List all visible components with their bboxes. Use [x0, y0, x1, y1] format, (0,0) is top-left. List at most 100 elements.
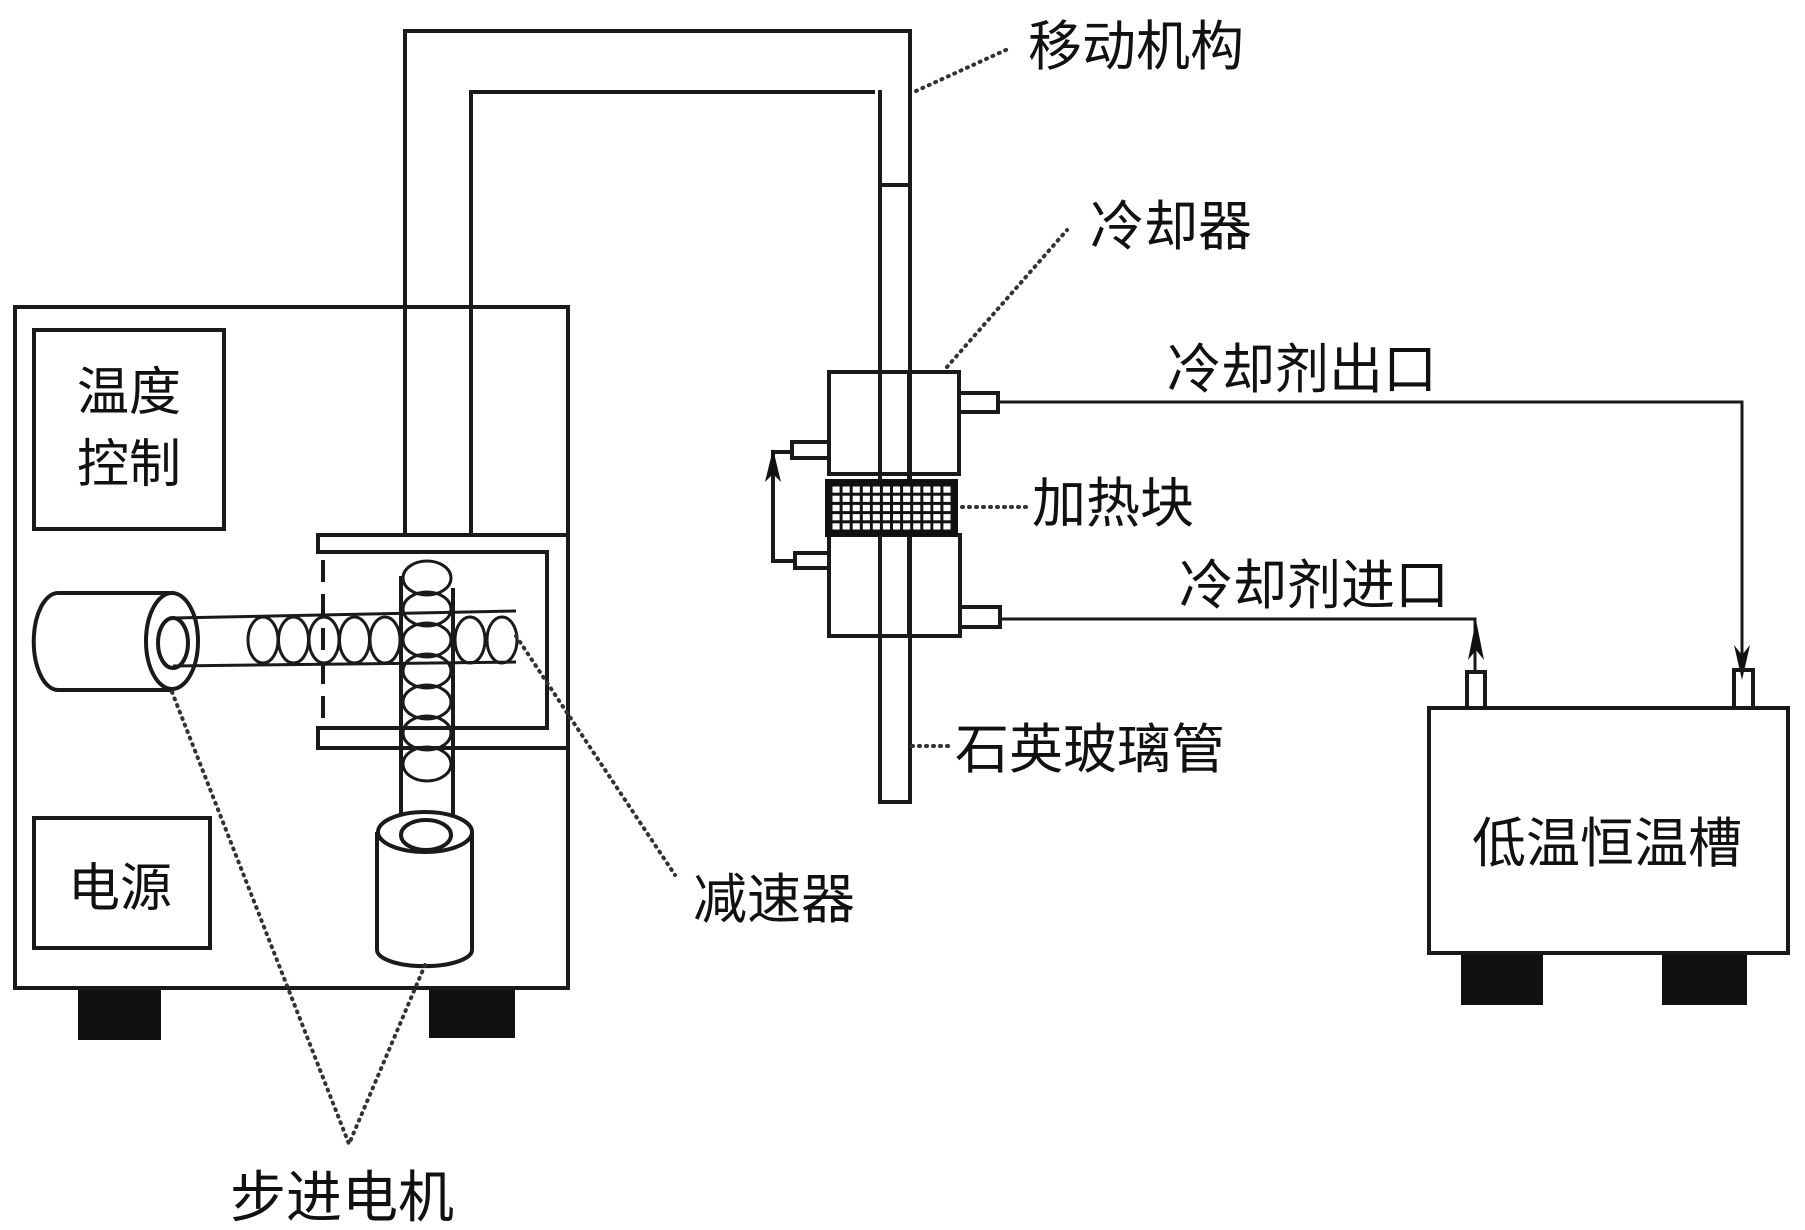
coolant-inlet-label: 冷却剂进口 — [1179, 554, 1449, 617]
housing-top-plate-outer — [316, 533, 570, 554]
worm-thread — [485, 615, 519, 665]
bath-body — [1427, 706, 1790, 955]
heating-block-cell — [872, 514, 880, 521]
cooler-heater-stack — [765, 370, 1002, 638]
heating-block-cell — [893, 486, 901, 493]
heating-block-cell — [862, 523, 870, 530]
link-arrow-up-icon — [765, 449, 781, 482]
heating-block-cell — [882, 514, 890, 521]
leader-stepper-motor-1 — [170, 690, 351, 1146]
worm-shaft-bottom-edge — [172, 660, 517, 668]
cabinet-body — [13, 305, 570, 990]
vertical-motor-top — [376, 810, 474, 854]
heating-block-cell — [842, 514, 850, 521]
inlet-arrow-up-icon — [1468, 620, 1484, 660]
stepper-motor-vertical — [375, 810, 474, 969]
heating-block-cell — [852, 486, 860, 493]
cabinet-foot-left — [78, 990, 161, 1040]
cooler-link-pipe-top — [771, 450, 794, 464]
heating-block-cell — [933, 486, 941, 493]
gear-tooth — [401, 652, 453, 690]
upper-cooler — [827, 370, 961, 476]
heating-block-cell — [943, 504, 951, 512]
heating-block-cell — [903, 495, 911, 502]
worm-thread — [338, 615, 371, 665]
reducer-housing — [316, 533, 570, 750]
bath-foot-right — [1662, 955, 1747, 1005]
coolant-piping — [998, 400, 1750, 680]
heating-block-cell — [882, 495, 890, 502]
heating-block-cell — [923, 495, 931, 502]
heating-block-cell — [852, 495, 860, 502]
heating-block-cell — [842, 523, 850, 530]
heating-block-cell — [903, 504, 911, 512]
heating-block-cell — [943, 514, 951, 521]
labels: 移动机构 冷却器 冷却剂出口 加热块 冷却剂进口 石英玻璃管 减速器 步进电机 — [230, 15, 1449, 1230]
bath-foot-left — [1461, 955, 1543, 1005]
worm-thread — [453, 615, 487, 665]
stepper-motor-label: 步进电机 — [230, 1166, 454, 1230]
outlet-arrow-down-icon — [1734, 645, 1750, 680]
heating-block-label: 加热块 — [1032, 472, 1194, 535]
moving-mechanism-outer-arm — [403, 29, 912, 374]
heating-block-cell — [882, 486, 890, 493]
temperature-control-label-1: 温度 — [77, 363, 181, 423]
heating-block-cell — [893, 514, 901, 521]
lower-cooler — [827, 533, 962, 638]
vertical-motor-shaft-hole — [399, 818, 453, 852]
motor-face — [144, 591, 200, 691]
heating-block-cell — [923, 504, 931, 512]
heating-block-cell — [933, 514, 941, 521]
worm-shaft — [172, 609, 519, 668]
worm-thread — [368, 615, 402, 665]
gear-tooth — [401, 714, 453, 752]
heating-block-cell — [903, 523, 911, 530]
lower-cooler-inlet-nozzle — [958, 605, 1002, 629]
heating-block-cell — [893, 504, 901, 512]
quartz-tube-label: 石英玻璃管 — [955, 718, 1225, 781]
gear-column — [399, 559, 455, 842]
heating-block-cell — [943, 486, 951, 493]
leader-lines — [170, 47, 1069, 1146]
gear-tooth — [401, 559, 453, 597]
heating-block-cell — [862, 514, 870, 521]
worm-thread — [246, 615, 280, 665]
heating-block-cell — [832, 523, 840, 530]
cabinet-foot-right — [429, 990, 515, 1038]
heating-block-cell — [893, 523, 901, 530]
bath-outlet-nozzle — [1465, 670, 1487, 710]
heating-block-cell — [852, 514, 860, 521]
gear-tooth — [401, 590, 453, 628]
cooler-link-pipe — [771, 460, 797, 563]
heating-block-cell — [933, 504, 941, 512]
heating-block-cell — [872, 504, 880, 512]
leader-cooler — [945, 228, 1069, 369]
heating-block-cell — [923, 523, 931, 530]
heating-block-cell — [832, 486, 840, 493]
stepper-motor-horizontal — [31, 591, 200, 692]
heating-block-cell — [872, 495, 880, 502]
gear-tooth — [401, 621, 453, 659]
heating-block-cell — [903, 486, 911, 493]
reducer-label: 减速器 — [693, 868, 855, 931]
heating-block-cell — [893, 495, 901, 502]
control-cabinet: 温度 控制 电源 — [13, 305, 570, 1040]
heating-block-cell — [852, 504, 860, 512]
heating-block-cell — [882, 523, 890, 530]
heating-block-cell — [933, 495, 941, 502]
heating-block-cell — [832, 495, 840, 502]
heating-block-cell — [913, 523, 921, 530]
heating-block-cell — [913, 504, 921, 512]
cooler-label: 冷却器 — [1090, 195, 1252, 258]
heating-block-cell — [882, 504, 890, 512]
coolant-outlet-pipe — [998, 400, 1744, 665]
power-supply-box — [32, 816, 212, 950]
heating-block-cell — [842, 504, 850, 512]
upper-cooler-left-nozzle — [790, 440, 831, 460]
coolant-inlet-pipe — [1000, 617, 1477, 672]
housing-inner-box — [316, 550, 570, 750]
moving-mechanism-inner-arm — [469, 90, 875, 309]
heating-block-cell — [923, 514, 931, 521]
low-temp-bath: 低温恒温槽 — [1427, 668, 1790, 1005]
